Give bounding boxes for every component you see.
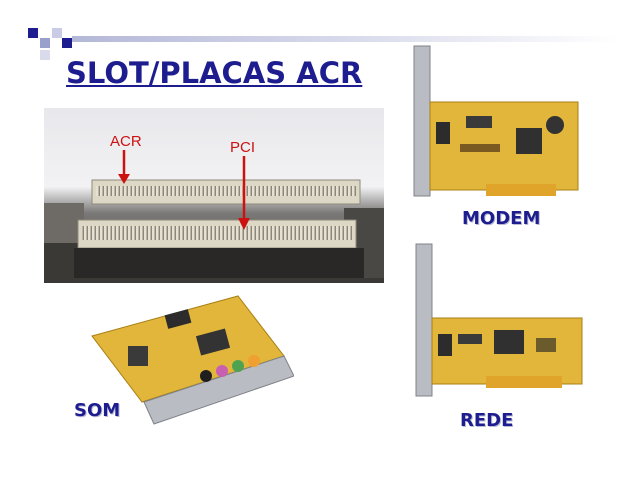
acr-label: ACR [110,133,142,150]
modem-label: MODEM [462,208,541,229]
modem-card-image [413,45,579,197]
rede-label: REDE [460,410,514,431]
slide-title: SLOT/PLACAS ACR [66,56,363,90]
motherboard-slots-photo: ACR PCI [44,108,384,283]
som-label: SOM [74,400,121,421]
header-accent-bar [72,36,618,42]
sound-card-image [91,295,294,425]
pci-label: PCI [230,139,255,156]
network-card-image [415,243,583,397]
